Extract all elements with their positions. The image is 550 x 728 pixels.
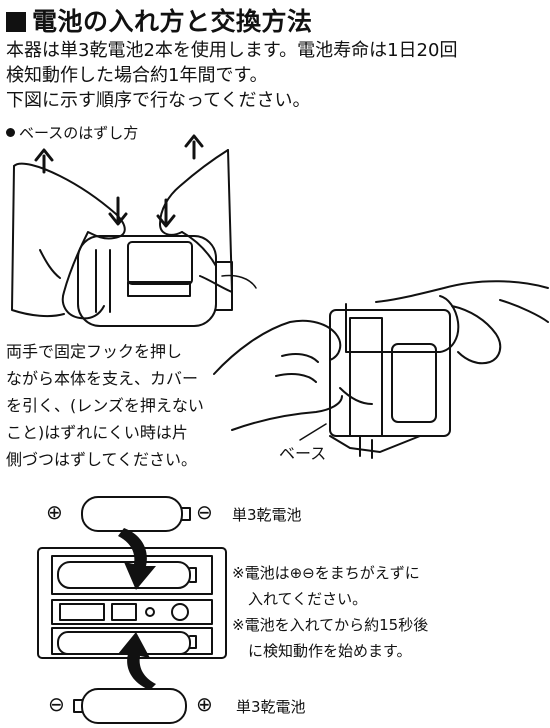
instruction-line-4: こと)はずれにくい時は片 [6, 423, 188, 442]
battery-compartment-illustration [37, 496, 227, 724]
minus-symbol-top: ⊖ [196, 500, 213, 524]
plus-symbol-bottom: ⊕ [196, 692, 213, 716]
insert-arrow-top-icon [118, 528, 156, 590]
section-heading-text: ベースのはずし方 [19, 124, 139, 142]
battery-label-bottom: 単3乾電池 [236, 698, 306, 716]
note-2-line-2: に検知動作を始めます。 [248, 642, 412, 660]
battery-top-icon [81, 496, 191, 532]
plus-symbol-top: ⊕ [46, 500, 63, 524]
note-1-line-2: 入れてください。 [248, 590, 368, 608]
black-dot-icon [6, 128, 15, 137]
insert-arrow-bottom-icon [118, 632, 156, 690]
insert-arrows [118, 528, 156, 690]
notes: ※電池は⊕⊖をまちがえずに 入れてください。 ※電池を入れてから約15秒後 に検… [232, 560, 542, 664]
minus-symbol-bottom: ⊖ [48, 692, 65, 716]
page-title-text: 電池の入れ方と交換方法 [32, 7, 313, 36]
section-heading: ベースのはずし方 [6, 122, 138, 143]
battery-bottom-icon [73, 688, 187, 724]
note-2-line-1: ※電池を入れてから約15秒後 [232, 616, 429, 634]
base-hook-illustration [213, 280, 549, 459]
instruction-line-3: を引く、(レンズを押えない [6, 396, 204, 415]
black-square-icon [6, 12, 26, 32]
page-title: 電池の入れ方と交換方法 [6, 2, 313, 38]
base-label: ベース [279, 444, 327, 463]
intro-paragraph: 本器は単3乾電池2本を使用します。電池寿命は1日20回 検知動作した場合約1年間… [6, 38, 546, 113]
hands-removing-base-illustration [11, 134, 257, 327]
instruction-line-2: ながら本体を支え、カバー [6, 369, 199, 388]
instruction-line-5: 側づつはずしてください。 [6, 450, 198, 469]
intro-line-2: 検知動作した場合約1年間です。 [6, 65, 268, 86]
note-1-line-1: ※電池は⊕⊖をまちがえずに [232, 564, 420, 582]
instruction-line-1: 両手で固定フックを押し [6, 342, 183, 361]
instruction-text: 両手で固定フックを押し ながら本体を支え、カバー を引く、(レンズを押えない こ… [6, 338, 246, 473]
intro-line-1: 本器は単3乾電池2本を使用します。電池寿命は1日20回 [6, 40, 458, 61]
intro-line-3: 下図に示す順序で行なってください。 [6, 90, 311, 111]
battery-label-top: 単3乾電池 [232, 506, 302, 524]
